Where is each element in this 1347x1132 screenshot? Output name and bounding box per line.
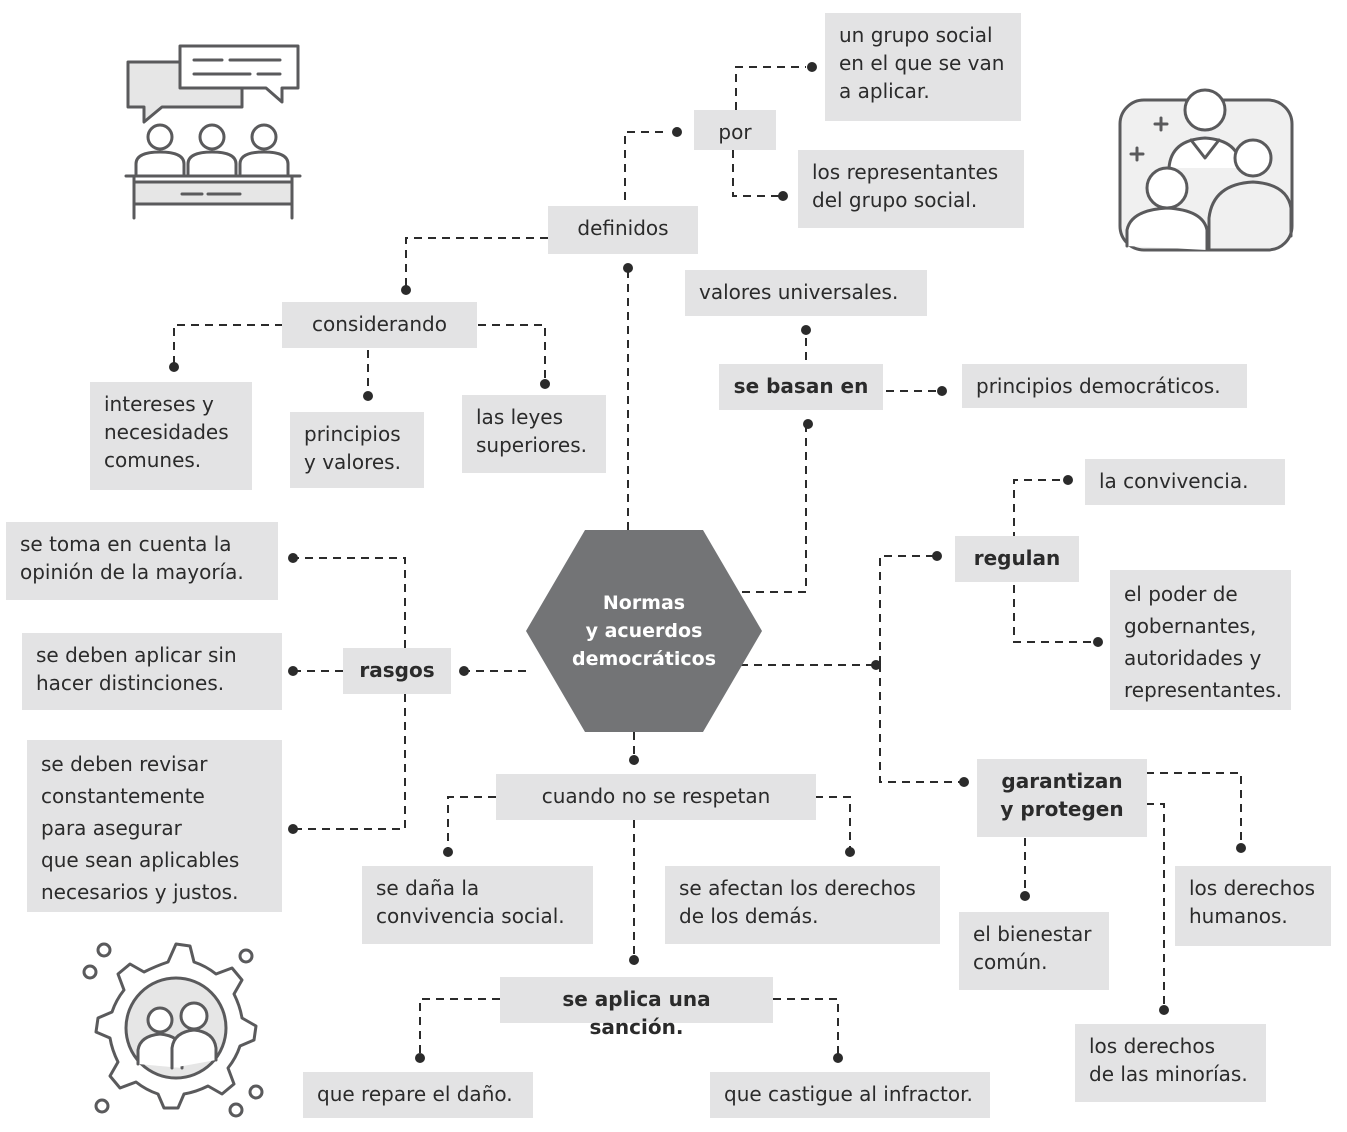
node-por: por — [694, 110, 776, 150]
node-bienestar: el bienestar común. — [959, 912, 1109, 990]
node-afectan: se afectan los derechos de los demás. — [665, 866, 940, 944]
node-dana: se daña la convivencia social. — [362, 866, 593, 944]
node-opinion: se toma en cuenta la opinión de la mayor… — [6, 522, 278, 600]
node-poder: el poder de gobernantes, autoridades y r… — [1110, 570, 1291, 710]
group-people-icon — [1118, 88, 1294, 252]
node-no-respetan: cuando no se respetan — [496, 774, 816, 820]
node-garantizan: garantizan y protegen — [977, 759, 1147, 837]
meeting-people-icon — [124, 44, 302, 220]
node-revisar: se deben revisar constantemente para ase… — [27, 740, 282, 912]
node-distinciones: se deben aplicar sin hacer distinciones. — [22, 633, 282, 710]
node-derechos-humanos: los derechos humanos. — [1175, 866, 1331, 946]
central-topic-label: Normas y acuerdos democráticos — [571, 592, 716, 670]
node-valores-universales: valores universales. — [685, 270, 927, 316]
node-repare: que repare el daño. — [303, 1072, 533, 1118]
node-castigue: que castigue al infractor. — [710, 1072, 990, 1118]
node-sancion: se aplica una sanción. — [500, 977, 773, 1039]
node-grupo-social: un grupo social en el que se van a aplic… — [825, 13, 1021, 121]
node-representantes: los representantes del grupo social. — [798, 150, 1024, 228]
node-intereses: intereses y necesidades comunes. — [90, 382, 252, 490]
gear-people-icon — [82, 942, 264, 1118]
node-rasgos: rasgos — [343, 648, 451, 694]
node-minorias: los derechos de las minorías. — [1075, 1024, 1266, 1102]
node-principios-democraticos: principios democráticos. — [962, 364, 1247, 408]
node-principios-valores: principios y valores. — [290, 412, 424, 488]
node-considerando: considerando — [282, 302, 477, 348]
node-leyes: las leyes superiores. — [462, 395, 606, 473]
node-se-basan-en: se basan en — [719, 364, 883, 410]
node-definidos: definidos — [548, 206, 698, 254]
node-regulan: regulan — [955, 536, 1079, 582]
node-convivencia: la convivencia. — [1085, 459, 1285, 505]
